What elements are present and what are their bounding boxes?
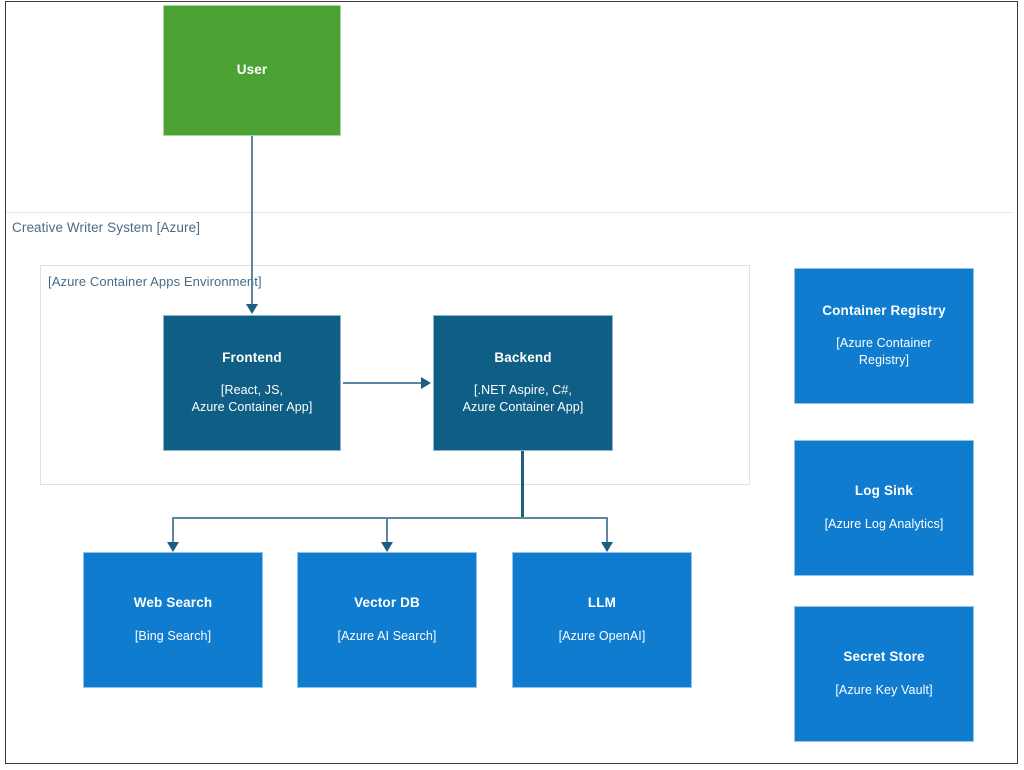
node-container-registry-tech: [Azure Container Registry]	[836, 336, 932, 368]
connector-bus-to-web-search	[172, 517, 174, 545]
node-secret-store-title: Secret Store	[843, 649, 925, 665]
node-frontend[interactable]: Frontend [React, JS, Azure Container App…	[163, 315, 341, 451]
connector-bus-to-llm	[606, 517, 608, 545]
node-backend[interactable]: Backend [.NET Aspire, C#, Azure Containe…	[433, 315, 613, 451]
system-boundary-label: Creative Writer System [Azure]	[12, 220, 201, 235]
page-frame	[5, 1, 1018, 764]
node-secret-store[interactable]: Secret Store [Azure Key Vault]	[794, 606, 974, 742]
node-frontend-tech: [React, JS, Azure Container App]	[191, 383, 313, 415]
node-backend-title: Backend	[494, 350, 552, 366]
node-log-sink-title: Log Sink	[854, 483, 914, 499]
node-secret-store-tech: [Azure Key Vault]	[835, 682, 933, 697]
arrowhead-bus-to-llm	[601, 542, 613, 552]
arrowhead-bus-to-web-search	[167, 542, 179, 552]
node-user-title: User	[236, 62, 268, 78]
arrowhead-bus-to-vector-db	[381, 542, 393, 552]
node-llm[interactable]: LLM [Azure OpenAI]	[512, 552, 692, 688]
connector-user-to-frontend	[251, 136, 253, 306]
environment-boundary-label: [Azure Container Apps Environment]	[48, 274, 262, 289]
node-log-sink-tech: [Azure Log Analytics]	[824, 516, 944, 531]
connector-backend-to-bus	[521, 451, 524, 519]
node-vector-db-tech: [Azure AI Search]	[337, 628, 437, 643]
node-container-registry[interactable]: Container Registry [Azure Container Regi…	[794, 268, 974, 404]
connector-frontend-to-backend	[343, 382, 423, 384]
node-log-sink[interactable]: Log Sink [Azure Log Analytics]	[794, 440, 974, 576]
connector-bus-horizontal	[173, 517, 608, 519]
node-web-search-title: Web Search	[133, 595, 213, 611]
node-backend-tech: [.NET Aspire, C#, Azure Container App]	[462, 383, 584, 415]
node-llm-tech: [Azure OpenAI]	[558, 628, 646, 643]
node-container-registry-title: Container Registry	[822, 303, 946, 319]
arrowhead-frontend-to-backend	[421, 377, 431, 389]
node-vector-db[interactable]: Vector DB [Azure AI Search]	[297, 552, 477, 688]
node-frontend-title: Frontend	[222, 350, 282, 366]
system-boundary-creative-writer	[6, 212, 1012, 763]
node-vector-db-title: Vector DB	[354, 595, 420, 611]
node-llm-title: LLM	[587, 595, 617, 611]
environment-boundary-container-apps	[40, 265, 750, 485]
node-web-search[interactable]: Web Search [Bing Search]	[83, 552, 263, 688]
node-web-search-tech: [Bing Search]	[134, 628, 212, 643]
connector-bus-to-vector-db	[386, 517, 388, 545]
node-user[interactable]: User	[163, 5, 341, 136]
arrowhead-user-to-frontend	[246, 304, 258, 314]
